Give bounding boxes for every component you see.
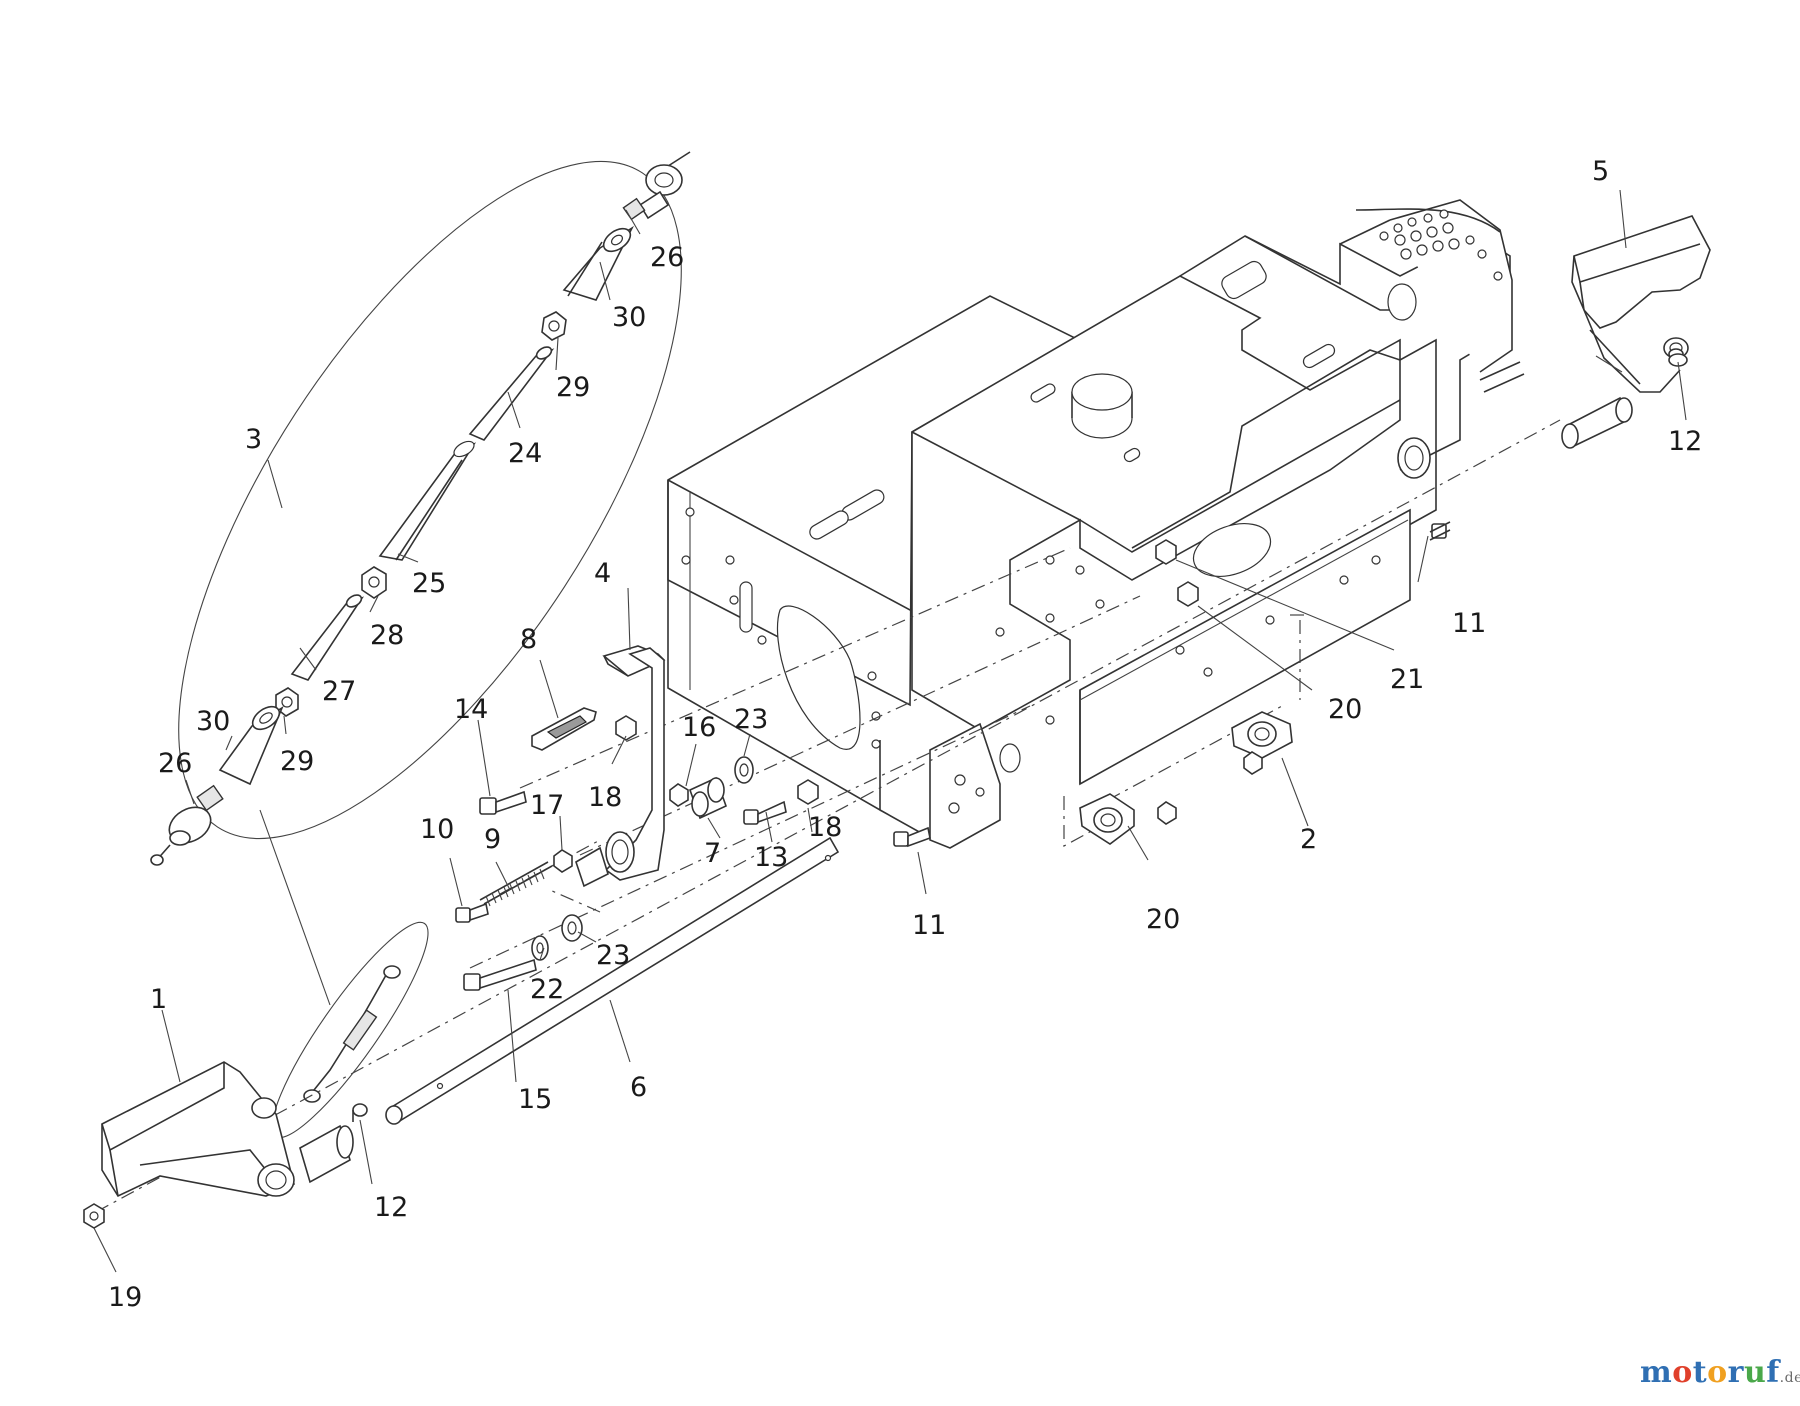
callout-labels: 1 2 3 4 5 6 7 8 9 10 11 11 12 12 13 14 1… <box>108 156 1702 1313</box>
callout-14: 14 <box>454 694 488 725</box>
rod-end-bottom <box>150 784 224 866</box>
callout-11-rear: 11 <box>1452 608 1486 639</box>
knob-8 <box>531 707 597 751</box>
threaded-rod-upper <box>468 346 555 441</box>
pedal-left <box>101 1061 368 1198</box>
nut-18-right <box>797 779 819 805</box>
callout-26-top: 26 <box>650 242 684 273</box>
rod-end-top <box>622 151 691 221</box>
callout-19: 19 <box>108 1282 142 1313</box>
brand-watermark: motoruf.de <box>1640 1355 1800 1390</box>
callout-23-upper: 23 <box>734 704 768 735</box>
side-panel-holes <box>681 507 1381 749</box>
bolt-13 <box>743 800 787 825</box>
turnbuckle <box>378 440 477 561</box>
jam-nut-middle <box>361 566 387 599</box>
callout-20-upper: 20 <box>1328 694 1362 725</box>
spacer-7 <box>689 776 727 820</box>
washer-23-upper <box>734 756 754 784</box>
callout-30-top: 30 <box>612 302 646 333</box>
control-lever <box>575 645 666 888</box>
bolt-15 <box>463 958 537 991</box>
callout-29-bottom: 29 <box>280 746 314 777</box>
callout-26-bottom: 26 <box>158 748 192 779</box>
callout-12-right: 12 <box>1668 426 1702 457</box>
callout-3: 3 <box>245 424 262 455</box>
flange-bearing-2 <box>1231 711 1293 775</box>
bolt-11-front <box>893 826 931 848</box>
callout-7: 7 <box>704 838 721 869</box>
brand-letter: o <box>1707 1355 1728 1390</box>
callout-9: 9 <box>484 824 501 855</box>
callout-2: 2 <box>1300 824 1317 855</box>
brand-letter: f <box>1766 1355 1780 1390</box>
linkage-detail-ellipse <box>178 160 682 840</box>
washer-22 <box>531 935 549 961</box>
callout-4: 4 <box>594 558 611 589</box>
callout-23-lower: 23 <box>596 940 630 971</box>
spring-9 <box>479 861 553 907</box>
callout-20-lower: 20 <box>1146 904 1180 935</box>
callout-17: 17 <box>530 790 564 821</box>
hardware <box>385 521 1451 1125</box>
brand-letter: t <box>1692 1355 1708 1390</box>
bolt-10 <box>455 902 489 923</box>
callout-29-top: 29 <box>556 372 590 403</box>
callout-12-left: 12 <box>374 1192 408 1223</box>
jam-nut-bottom <box>275 687 299 717</box>
callout-15: 15 <box>518 1084 552 1115</box>
jam-nut-top <box>541 311 567 341</box>
callout-24: 24 <box>508 438 542 469</box>
shaft-6 <box>385 836 840 1125</box>
washer-23-lower <box>561 914 583 942</box>
brand-tld: .de <box>1779 1370 1800 1386</box>
callout-25: 25 <box>412 568 446 599</box>
flange-bearing-20 <box>1079 793 1177 845</box>
callout-27: 27 <box>322 676 356 707</box>
brand-letters: motoruf <box>1640 1355 1780 1390</box>
linkage-parts <box>150 151 691 866</box>
brand-letter: u <box>1743 1355 1767 1390</box>
nut-19 <box>83 1203 105 1229</box>
callout-8: 8 <box>520 624 537 655</box>
callout-18-right: 18 <box>808 812 842 843</box>
brand-letter: m <box>1640 1355 1673 1390</box>
bolt-14 <box>479 790 527 815</box>
pedal-right <box>1561 215 1711 449</box>
callout-22: 22 <box>530 974 564 1005</box>
nut-18-lever <box>615 715 637 741</box>
callout-1: 1 <box>150 984 167 1015</box>
bolt-11-rear <box>1429 521 1451 541</box>
nut-16 <box>669 783 689 807</box>
callout-11-front: 11 <box>912 910 946 941</box>
callout-13: 13 <box>754 842 788 873</box>
brand-letter: r <box>1727 1355 1744 1390</box>
callout-16: 16 <box>682 712 716 743</box>
nut-17 <box>553 849 573 873</box>
threaded-rod-lower <box>290 594 365 681</box>
callout-5: 5 <box>1592 156 1609 187</box>
brand-letter: o <box>1672 1355 1693 1390</box>
callout-30-bottom: 30 <box>196 706 230 737</box>
chassis-frame <box>667 199 1525 849</box>
spacer-top <box>562 225 634 301</box>
leader-lines <box>93 189 1687 1273</box>
callout-10: 10 <box>420 814 454 845</box>
spacer-bottom <box>218 705 284 786</box>
rear-plate-holes <box>1379 209 1503 321</box>
callout-18-left: 18 <box>588 782 622 813</box>
callout-28: 28 <box>370 620 404 651</box>
callout-6: 6 <box>630 1072 647 1103</box>
callout-21: 21 <box>1390 664 1424 695</box>
